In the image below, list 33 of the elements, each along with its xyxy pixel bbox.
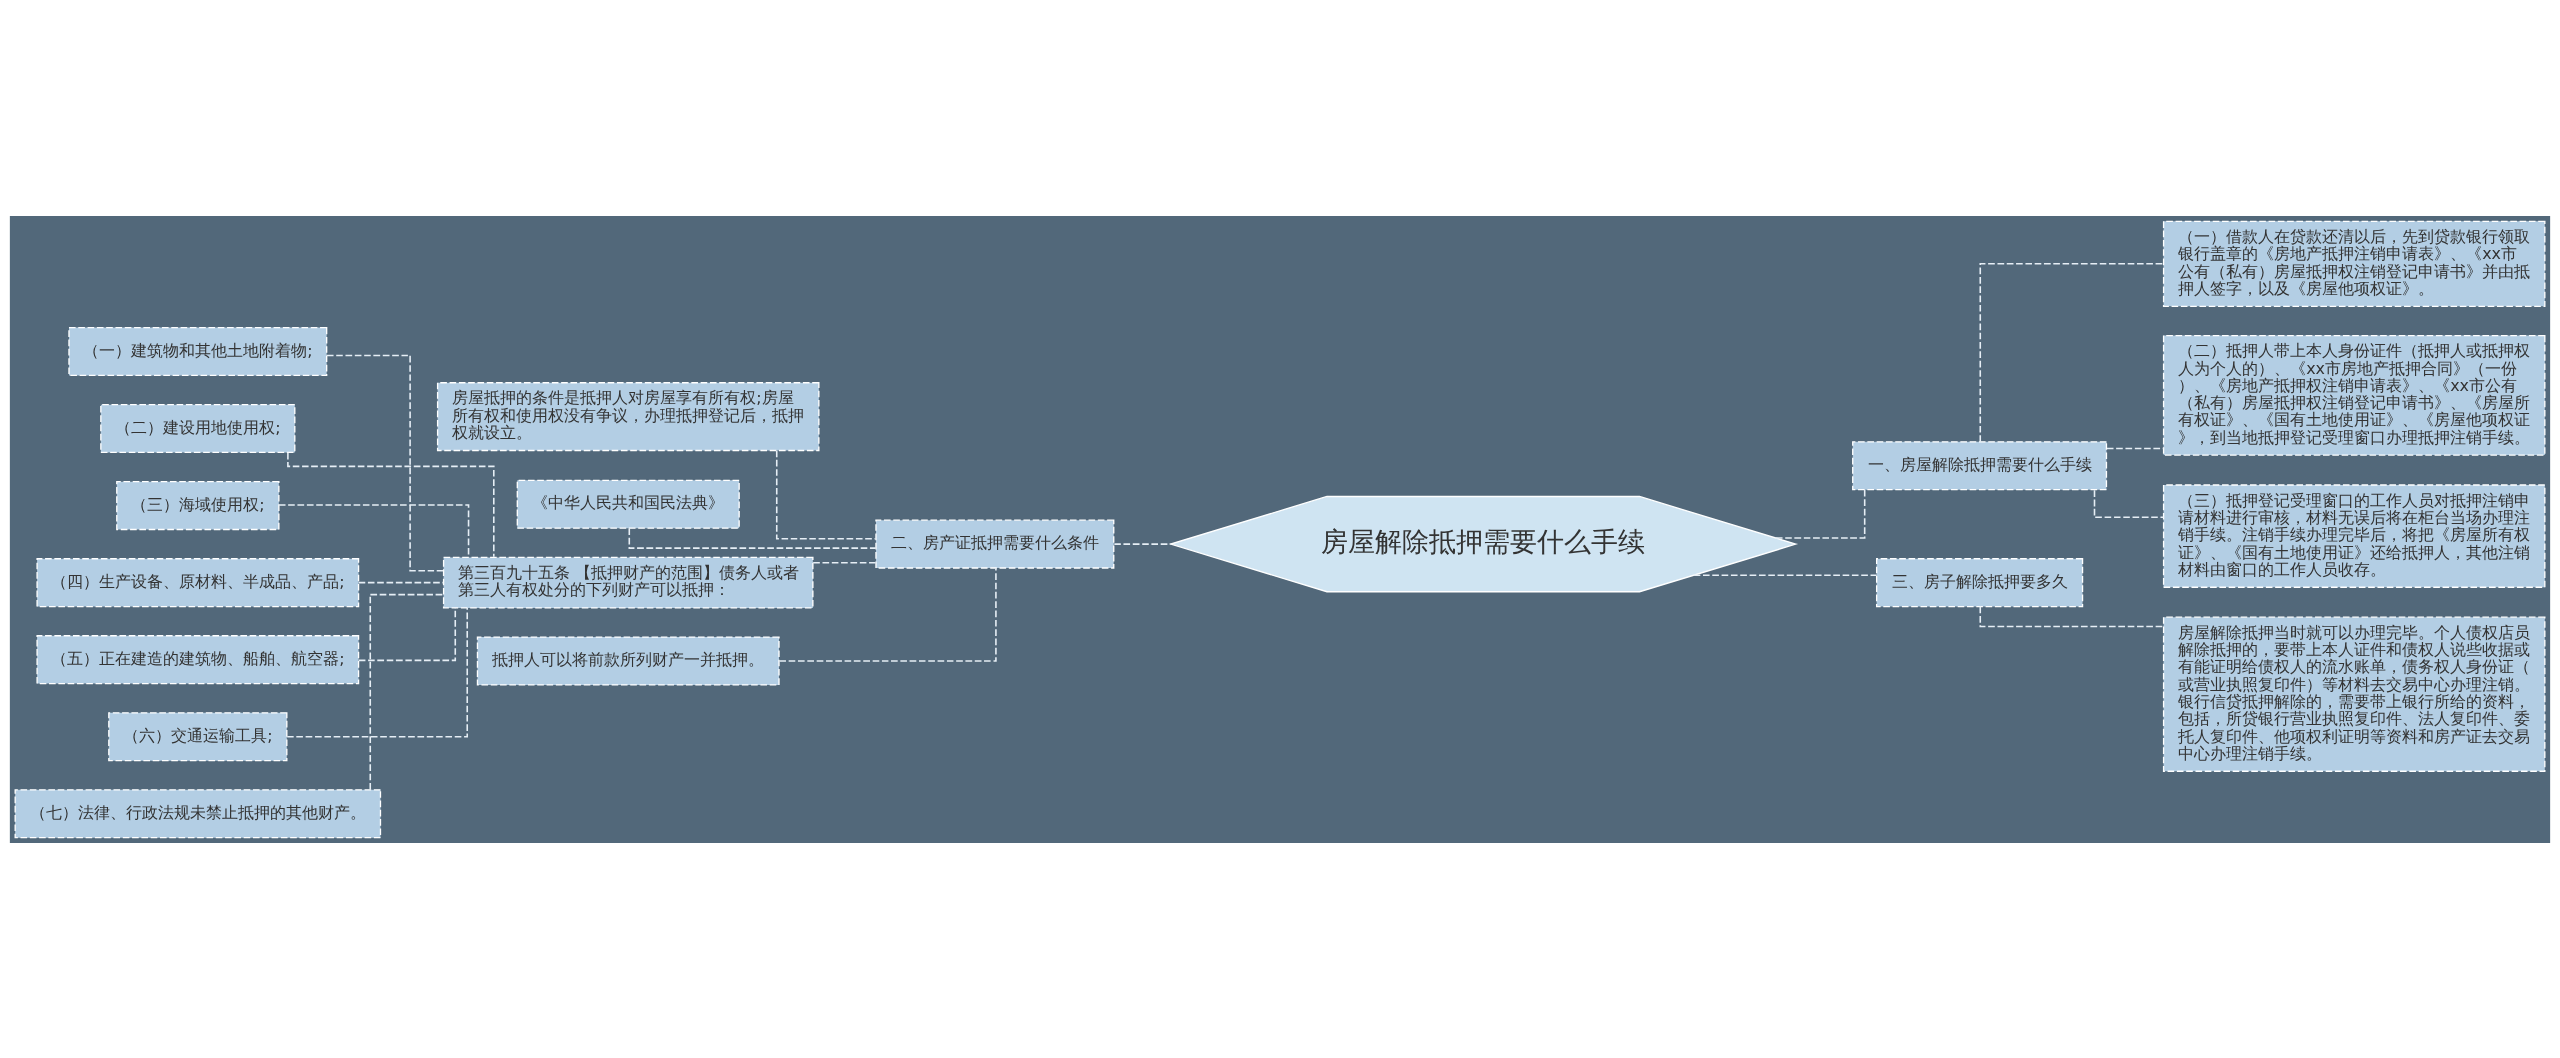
connector bbox=[1692, 574, 1878, 576]
connector bbox=[1774, 488, 1866, 539]
connector bbox=[286, 606, 468, 738]
connector bbox=[357, 581, 445, 583]
node-box: （五）正在建造的建筑物、船舶、航空器; bbox=[36, 634, 360, 684]
node-box: 抵押人可以将前款所列财产一并抵押。 bbox=[476, 635, 780, 686]
node-box: 一、房屋解除抵押需要什么手续 bbox=[1852, 440, 2108, 490]
node-box: （三）海域使用权; bbox=[116, 480, 280, 530]
node-box: （二）抵押人带上本人身份证件（抵押人或抵押权人为个人的）、《xx市房地产抵押合同》（一份）、《房地产抵押权注销申请表》、《xx市公有（私有）房屋抵押权注销登记申请书》、《房屋所有权证》、《国有土地使用证》、《房屋他项权证》，到当地抵押登记受理窗口办理抵押注销手续。 bbox=[2162, 334, 2546, 456]
node-box: 房屋解除抵押当时就可以办理完毕。个人债权店员解除抵押的，要带上本人证件和债权人说些收据或有能证明给债权人的流水账单，债务权人身份证（或营业执照复印件）等材料去交易中心办理注销。银行信贷抵押解除的，需要带上银行所给的资料，包括，所贷银行营业执照复印件、法人复印件、委托人复印件、他项权利证明等资料和房产证去交易中心办理注销手续。 bbox=[2162, 616, 2546, 772]
connector bbox=[287, 451, 495, 558]
node-box: 三、房子解除抵押要多久 bbox=[1876, 557, 2084, 607]
connector bbox=[326, 354, 445, 571]
node-box: 二、房产证抵押需要什么条件 bbox=[875, 519, 1115, 569]
connector bbox=[278, 503, 470, 558]
connector bbox=[778, 567, 997, 662]
node-box: （一）建筑物和其他土地附着物; bbox=[68, 326, 328, 376]
connector bbox=[1979, 605, 2165, 627]
node-box: （四）生产设备、原材料、半成品、产品; bbox=[36, 557, 360, 607]
connector bbox=[1979, 262, 2165, 443]
connector bbox=[812, 561, 877, 563]
node-box: 房屋抵押的条件是抵押人对房屋享有所有权;房屋所有权和使用权没有争议，办理抵押登记后，抵押权就设立。 bbox=[436, 381, 820, 451]
node-box: 第三百九十五条 【抵押财产的范围】债务人或者第三人有权处分的下列财产可以抵押： bbox=[442, 556, 814, 609]
connector bbox=[1113, 542, 1172, 545]
connector bbox=[369, 593, 445, 790]
node-box: （三）抵押登记受理窗口的工作人员对抵押注销申请材料进行审核，材料无误后将在柜台当场办理注销手续。注销手续办理完毕后，将把《房屋所有权证》、《国有土地使用证》还给抵押人，其他注销材料由窗口的工作人员收存。 bbox=[2162, 483, 2546, 588]
node-box: （七）法律、行政法规未禁止抵押的其他财产。 bbox=[14, 788, 382, 838]
node-box: （一）借款人在贷款还清以后，先到贷款银行领取银行盖章的《房地产抵押注销申请表》、《xx市公有（私有）房屋抵押权注销登记申请书》并由抵押人签字，以及《房屋他项权证》。 bbox=[2162, 220, 2546, 307]
node-box: 《中华人民共和国民法典》 bbox=[516, 479, 740, 529]
node-box: （六）交通运输工具; bbox=[108, 711, 288, 761]
node-box: （二）建设用地使用权; bbox=[100, 403, 296, 453]
connector bbox=[775, 449, 877, 540]
connector bbox=[2093, 488, 2165, 518]
